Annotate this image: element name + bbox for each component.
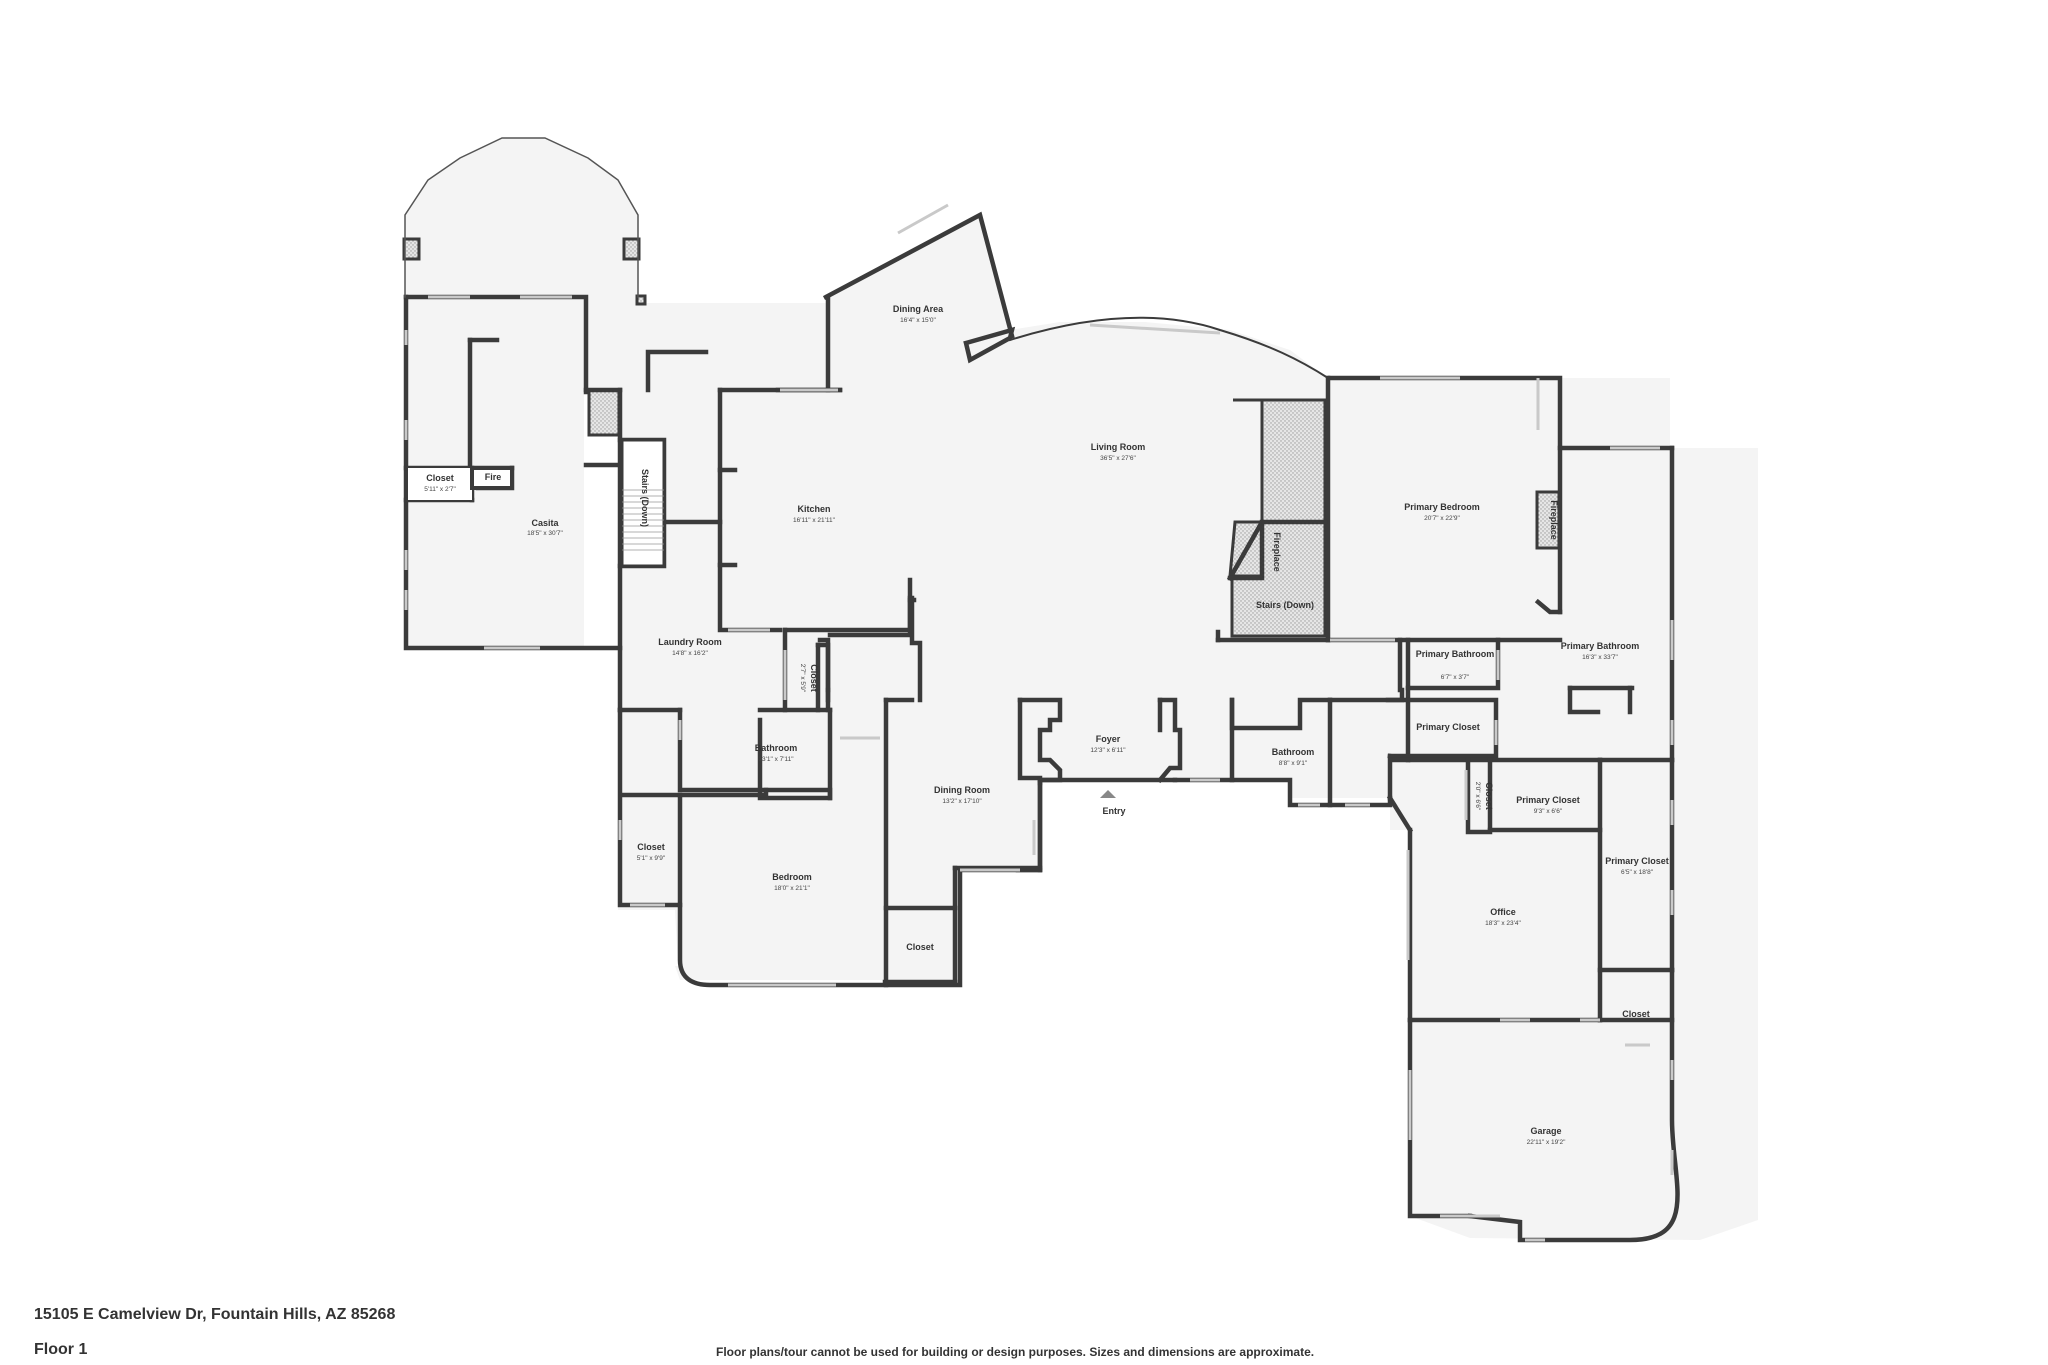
room-dims-kitchen: 16'11" x 21'11"	[793, 517, 836, 524]
room-name-bedroom: Bedroom	[772, 872, 812, 882]
room-name-garage: Garage	[1530, 1126, 1561, 1136]
room-name-primary-bedroom: Primary Bedroom	[1404, 502, 1480, 512]
room-name-dining-room: Dining Room	[934, 785, 990, 795]
column	[635, 294, 647, 306]
room-dims-bathroom-east: 8'8" x 9'1"	[1279, 760, 1308, 767]
room-labels: Casita 18'5" x 30'7" Closet 5'11" x 2'7"…	[424, 304, 1669, 1146]
room-dims-casita: 18'5" x 30'7"	[527, 530, 563, 537]
casita-stair-landing	[587, 388, 621, 437]
property-address: 15105 E Camelview Dr, Fountain Hills, AZ…	[34, 1306, 396, 1323]
room-name-closet-office: Closet	[1622, 1009, 1650, 1019]
room-name-stairs-casita: Stairs (Down)	[640, 469, 650, 527]
room-dims-primary-bathroom-small: 6'7" x 3'7"	[1441, 674, 1470, 681]
room-name-casita: Casita	[531, 518, 559, 528]
room-dims-bathroom-west: 13'1" x 7'11"	[758, 756, 794, 763]
room-name-closet-dining: Closet	[906, 942, 934, 952]
room-dims-closet-west: 5'1" x 9'9"	[637, 855, 666, 862]
windows	[404, 203, 1674, 1242]
room-dims-laundry-closet: 2'7" x 5'9"	[799, 664, 806, 693]
room-name-casita-fire: Fire	[485, 472, 502, 482]
entry-label: Entry	[1102, 806, 1125, 816]
room-dims-primary-closet-c: 6'5" x 18'8"	[1621, 869, 1654, 876]
room-name-laundry-closet: Closet	[809, 664, 819, 692]
room-dims-dining-room: 13'2" x 17'10"	[942, 798, 982, 805]
room-dims-living-room: 36'5" x 27'6"	[1100, 455, 1136, 462]
room-dims-closet-small: 2'0" x 6'6"	[1474, 782, 1481, 811]
room-name-primary-bathroom-small: Primary Bathroom	[1416, 649, 1495, 659]
room-dims-primary-bedroom: 20'7" x 22'9"	[1424, 515, 1460, 522]
room-name-closet-small: Closet	[1484, 782, 1494, 810]
room-dims-dining-area: 16'4" x 15'0"	[900, 317, 936, 324]
room-name-foyer: Foyer	[1096, 734, 1121, 744]
room-name-office: Office	[1490, 907, 1516, 917]
room-name-bathroom-west: Bathroom	[755, 743, 798, 753]
room-dims-primary-bathroom: 16'3" x 33'7"	[1582, 654, 1618, 661]
room-name-fireplace-living: Fireplace	[1272, 532, 1282, 572]
room-dims-office: 18'3" x 23'4"	[1485, 920, 1521, 927]
room-name-primary-bathroom: Primary Bathroom	[1561, 641, 1640, 651]
room-dims-foyer: 12'3" x 6'11"	[1090, 747, 1126, 754]
stairs-casita-box	[620, 438, 666, 568]
room-dims-casita-closet: 5'11" x 2'7"	[424, 486, 456, 493]
room-name-primary-closet-b: Primary Closet	[1516, 795, 1580, 805]
room-name-bathroom-east: Bathroom	[1272, 747, 1315, 757]
room-name-casita-closet: Closet	[426, 473, 454, 483]
room-name-stairs-living: Stairs (Down)	[1256, 600, 1314, 610]
primary-bathroom-small-line: Primary Bathroom	[1416, 649, 1495, 659]
floor-label: Floor 1	[34, 1341, 88, 1358]
disclaimer: Floor plans/tour cannot be used for buil…	[716, 1345, 1315, 1359]
column	[402, 237, 421, 261]
room-name-laundry: Laundry Room	[658, 637, 722, 647]
room-dims-garage: 22'11" x 19'2"	[1527, 1139, 1566, 1146]
main-floor	[618, 215, 1758, 1240]
room-name-fireplace-primary: Fireplace	[1549, 500, 1559, 540]
room-name-living-room: Living Room	[1091, 442, 1146, 452]
room-name-dining-area: Dining Area	[893, 304, 944, 314]
room-dims-laundry: 14'8" x 16'2"	[672, 650, 708, 657]
room-name-primary-closet-a: Primary Closet	[1416, 722, 1480, 732]
column	[622, 237, 641, 261]
stairs-casita-treads	[622, 489, 664, 551]
room-name-kitchen: Kitchen	[797, 504, 830, 514]
entry-arrow-icon	[1100, 790, 1116, 798]
room-dims-primary-closet-b: 9'3" x 6'6"	[1534, 808, 1563, 815]
walls	[403, 137, 1680, 1243]
casita-fire-box	[470, 466, 514, 490]
room-name-primary-closet-c: Primary Closet	[1605, 856, 1669, 866]
casita-closet-box	[408, 468, 472, 500]
room-dims-bedroom: 18'0" x 21'1"	[774, 885, 810, 892]
floor-areas	[405, 138, 1758, 1240]
room-name-closet-west: Closet	[637, 842, 665, 852]
